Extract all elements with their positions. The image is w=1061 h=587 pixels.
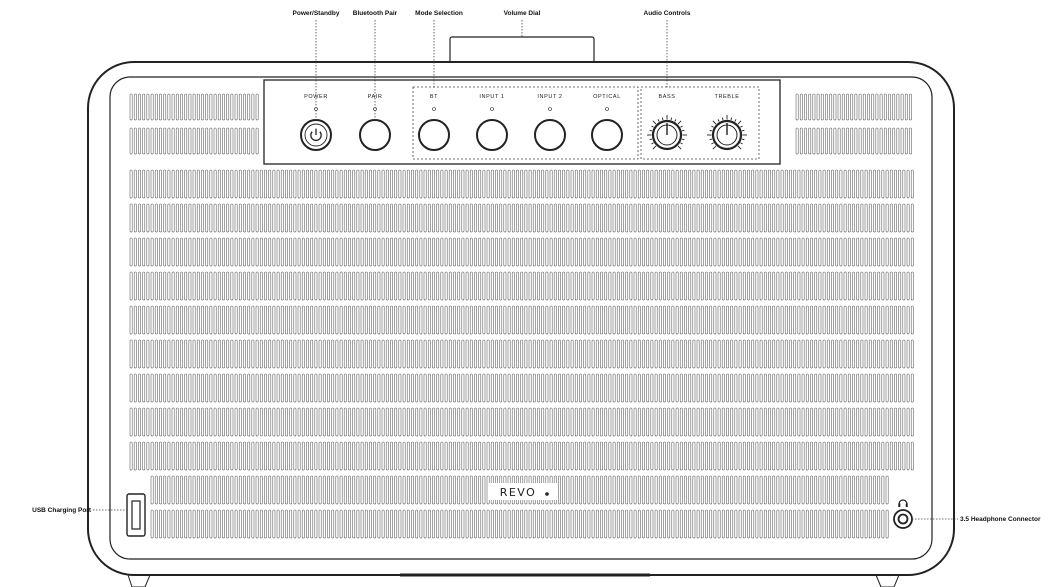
input1-button[interactable] [476,119,508,151]
optical-button[interactable] [591,119,623,151]
logo-dot [545,492,549,496]
power-button[interactable] [300,119,332,151]
input1-led [490,107,494,111]
power-label: POWER [304,94,328,100]
mode-selection-group [412,86,639,160]
logo-plate [488,483,558,500]
callout-mode-selection: Mode Selection [415,10,463,17]
pair-label: PAIR [368,94,383,100]
bt-button[interactable] [418,119,450,151]
right-foot [875,574,900,587]
input2-button[interactable] [534,119,566,151]
speaker-grille [129,93,914,539]
volume-dial[interactable] [449,36,595,64]
callout-volume-dial: Volume Dial [504,10,541,17]
control-panel [263,79,781,165]
headphone-jack[interactable] [893,509,913,529]
bass-knob[interactable] [647,115,687,151]
revo-logo: REVO [500,486,537,499]
callout-leaders [93,20,958,520]
headphone-icon [898,499,908,507]
usb-port[interactable] [126,493,146,537]
bt-label: BT [430,94,438,100]
bt-led [432,107,436,111]
treble-scale-ticks [707,115,747,150]
callout-usb-port: USB Charging Port [32,507,92,514]
callout-headphone: 3.5 Headphone Connector [960,516,1041,523]
treble-knob[interactable] [707,115,747,151]
optical-led [605,107,609,111]
bass-scale-ticks [647,115,687,150]
callout-audio-controls: Audio Controls [644,10,691,17]
input1-label: INPUT 1 [479,94,504,100]
left-foot [127,574,151,587]
input2-label: INPUT 2 [537,94,562,100]
pair-button[interactable] [359,119,391,151]
callout-power-standby: Power/Standby [293,10,340,17]
callout-bluetooth-pair: Bluetooth Pair [353,10,398,17]
treble-label: TREBLE [715,94,740,100]
bass-label: BASS [658,94,675,100]
optical-label: OPTICAL [593,94,621,100]
input2-led [548,107,552,111]
audio-controls-group [640,86,760,160]
power-icon [310,128,322,142]
